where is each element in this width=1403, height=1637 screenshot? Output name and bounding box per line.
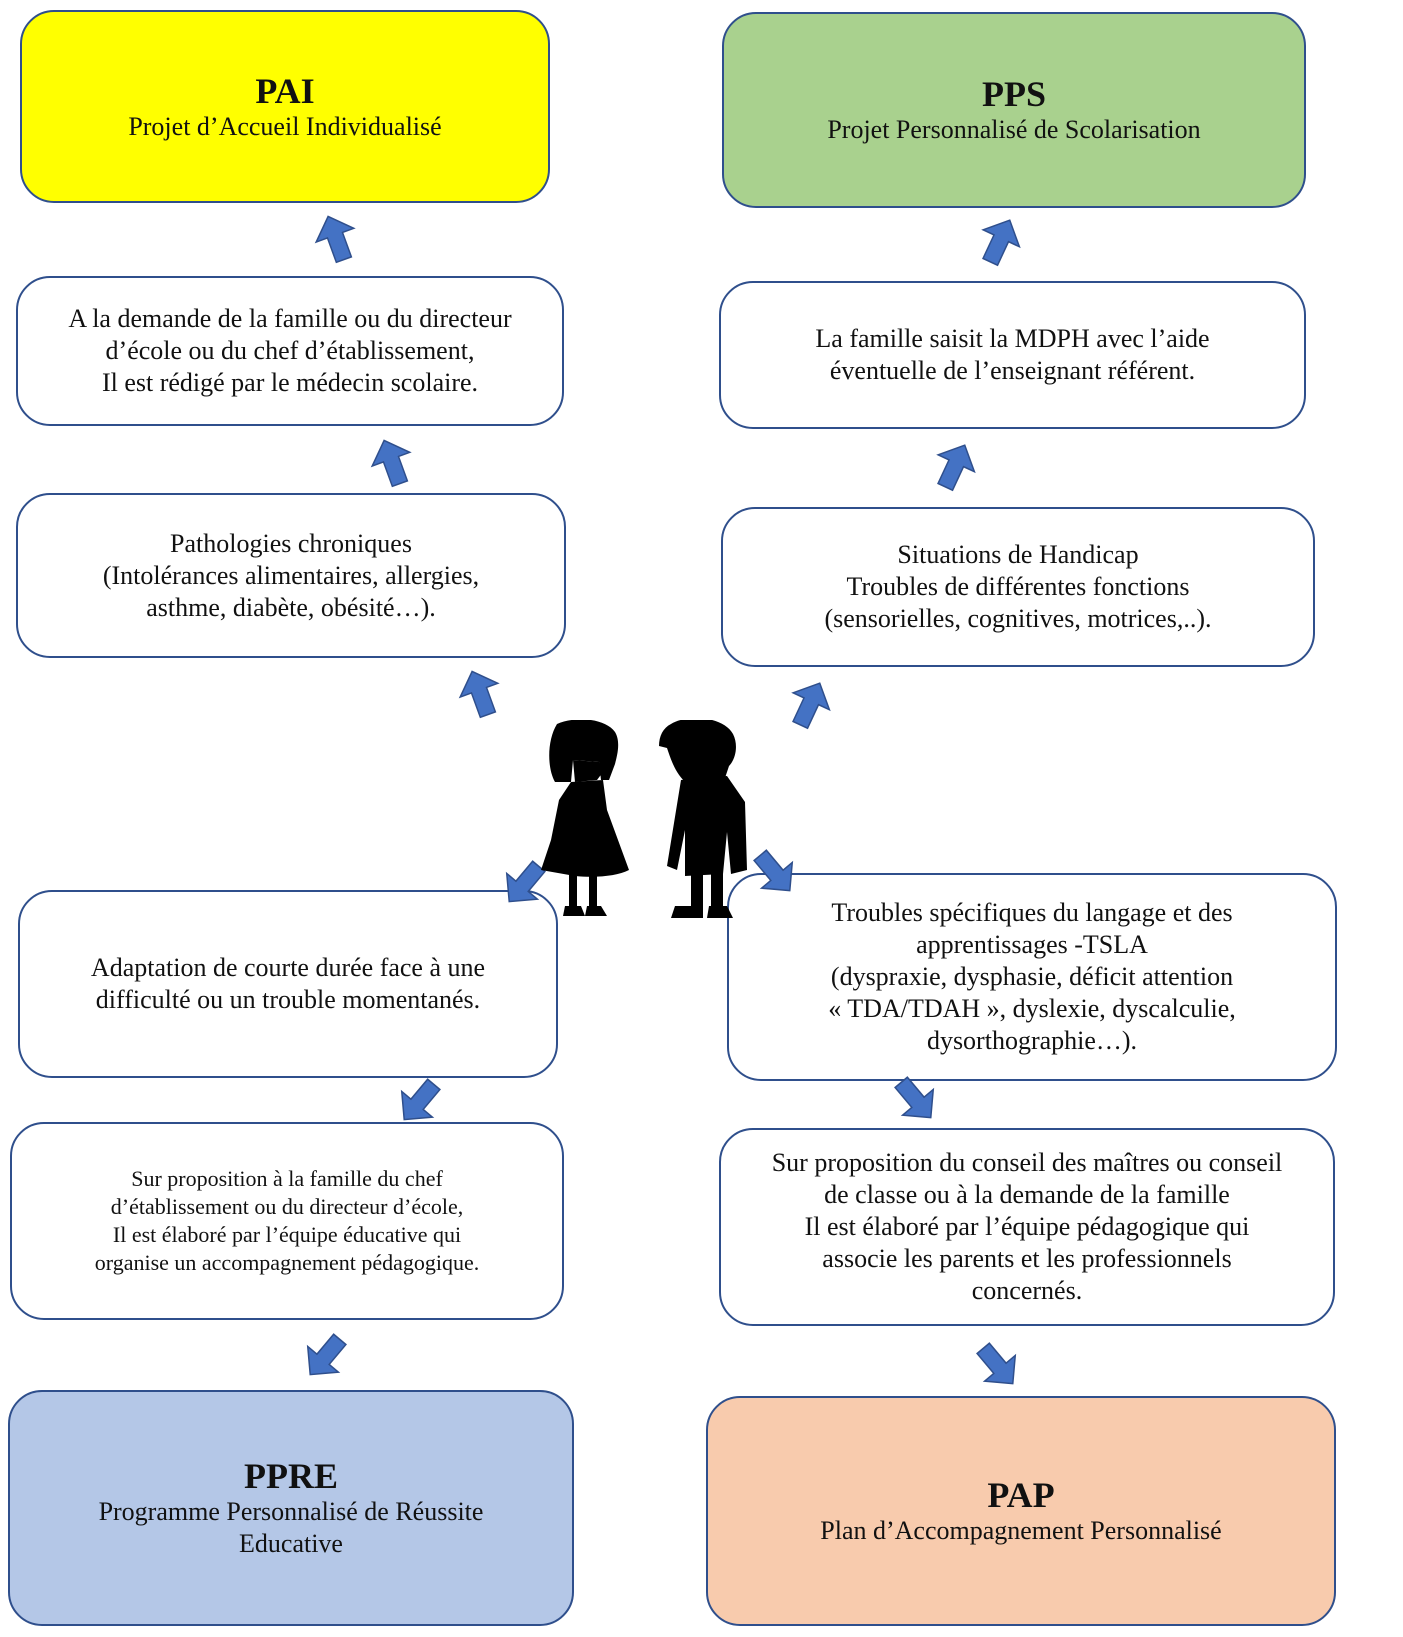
- pap-box: PAP Plan d’Accompagnement Personnalisé: [706, 1396, 1336, 1626]
- pps-title: PPS: [981, 74, 1046, 114]
- pps-box: PPS Projet Personnalisé de Scolarisation: [722, 12, 1306, 208]
- pps-process-box: La famille saisit la MDPH avec l’aide év…: [719, 281, 1306, 429]
- pai-condition-box: Pathologies chroniques (Intolérances ali…: [16, 493, 566, 658]
- pps-condition-text: Situations de Handicap Troubles de diffé…: [824, 540, 1212, 633]
- pai-title: PAI: [255, 70, 315, 111]
- arrow-icon: [389, 1072, 449, 1133]
- arrow-icon: [886, 1070, 946, 1131]
- pps-condition-box: Situations de Handicap Troubles de diffé…: [721, 507, 1315, 667]
- arrow-icon: [295, 1327, 355, 1388]
- ppre-subtitle: Programme Personnalisé de Réussite Educa…: [98, 1497, 484, 1558]
- arrow-icon: [453, 665, 506, 722]
- ppre-title: PPRE: [244, 1456, 338, 1496]
- arrow-icon: [745, 843, 805, 904]
- pai-subtitle: Projet d’Accueil Individualisé: [128, 111, 442, 141]
- pps-process-text: La famille saisit la MDPH avec l’aide év…: [815, 324, 1210, 385]
- pai-process-box: A la demande de la famille ou du directe…: [16, 276, 564, 426]
- ppre-condition-box: Adaptation de courte durée face à une di…: [18, 890, 558, 1078]
- ppre-box: PPRE Programme Personnalisé de Réussite …: [8, 1390, 574, 1626]
- pai-box: PAI Projet d’Accueil Individualisé: [20, 10, 550, 203]
- arrow-icon: [494, 854, 554, 915]
- ppre-condition-text: Adaptation de courte durée face à une di…: [90, 953, 486, 1014]
- pap-process-box: Sur proposition du conseil des maîtres o…: [719, 1128, 1335, 1326]
- pap-condition-box: Troubles spécifiques du langage et des a…: [727, 873, 1337, 1081]
- pps-subtitle: Projet Personnalisé de Scolarisation: [827, 115, 1201, 144]
- pap-process-text: Sur proposition du conseil des maîtres o…: [771, 1148, 1283, 1305]
- arrow-icon: [968, 1336, 1028, 1397]
- arrow-icon: [365, 434, 418, 491]
- arrow-icon: [309, 210, 362, 267]
- pai-process-text: A la demande de la famille ou du directe…: [68, 304, 512, 397]
- boy-silhouette: [659, 718, 747, 918]
- girl-silhouette: [541, 719, 629, 916]
- ppre-process-text: Sur proposition à la famille du chef d’é…: [94, 1166, 480, 1275]
- arrow-icon: [972, 212, 1028, 271]
- arrow-icon: [782, 675, 838, 734]
- pap-title: PAP: [987, 1475, 1055, 1515]
- pai-condition-text: Pathologies chroniques (Intolérances ali…: [102, 528, 480, 622]
- ppre-process-box: Sur proposition à la famille du chef d’é…: [10, 1122, 564, 1320]
- pap-condition-text: Troubles spécifiques du langage et des a…: [828, 898, 1236, 1055]
- children-silhouette-icon: [535, 718, 815, 920]
- pap-subtitle: Plan d’Accompagnement Personnalisé: [820, 1516, 1222, 1545]
- arrow-icon: [927, 437, 983, 496]
